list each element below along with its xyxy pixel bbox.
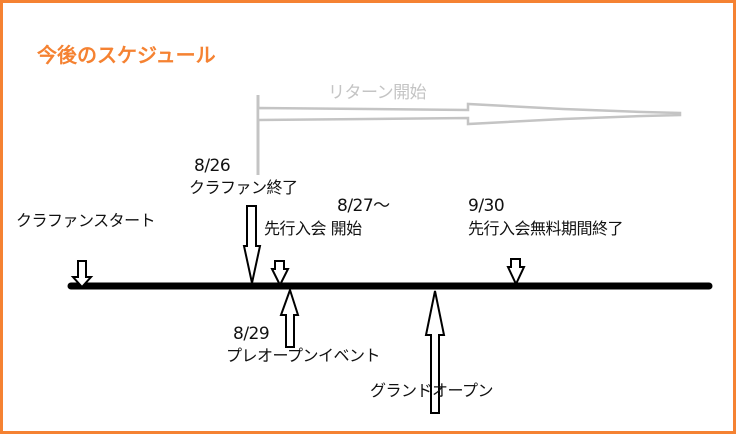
grand-open-arrow bbox=[424, 290, 446, 414]
timeline-graphics bbox=[67, 95, 713, 414]
free-period-end-arrow bbox=[506, 258, 526, 287]
grand-open-label: グランドオープン bbox=[370, 381, 494, 400]
pre-open-arrow bbox=[279, 286, 300, 348]
return-period-label: リターン開始 bbox=[328, 83, 427, 103]
page-title: 今後のスケジュール bbox=[37, 43, 216, 67]
free-period-end-label: 先行入会無料期間終了 bbox=[468, 219, 624, 238]
crowdfunding-start-label: クラファンスタート bbox=[16, 211, 156, 230]
crowdfunding-end-label: クラファン終了 bbox=[189, 178, 298, 197]
crowdfunding-start-arrow bbox=[70, 260, 94, 289]
pre-open-label: プレオープンイベント bbox=[226, 346, 381, 365]
early-membership-label: 先行入会 開始 bbox=[264, 219, 362, 238]
early-membership-date: 8/27～ bbox=[337, 196, 390, 216]
free-period-end-date: 9/30 bbox=[468, 196, 505, 216]
crowdfunding-end-date: 8/26 bbox=[194, 156, 231, 176]
early-membership-arrow bbox=[270, 260, 290, 288]
pre-open-date: 8/29 bbox=[233, 324, 270, 344]
return-period-arrow bbox=[256, 102, 682, 126]
crowdfunding-end-arrow bbox=[242, 205, 262, 284]
